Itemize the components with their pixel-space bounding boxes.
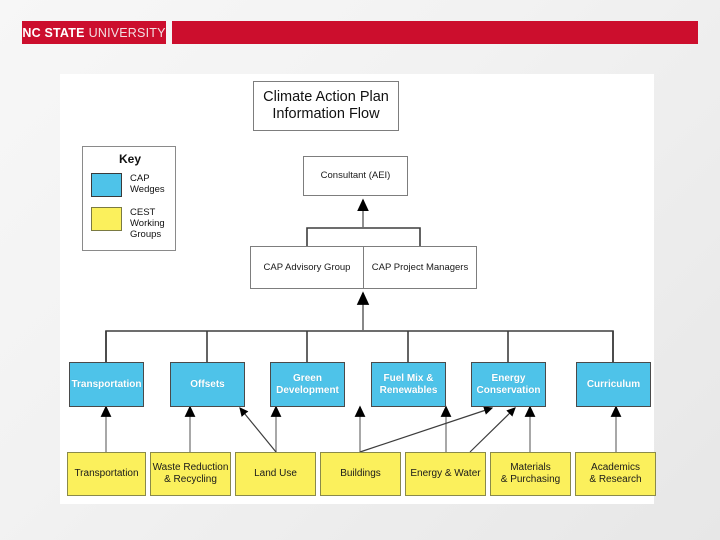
key-item-cest-working-groups: CEST Working Groups [91, 207, 171, 241]
wedge-green-development-line2: Development [276, 384, 339, 396]
wg-materials-line2: & Purchasing [500, 474, 561, 485]
node-cap-advisory-group: CAP Advisory Group [250, 246, 364, 289]
working-group-buildings: Buildings [320, 452, 401, 496]
diagram-title-line2: Information Flow [272, 106, 380, 122]
node-cap-project-managers: CAP Project Managers [363, 246, 477, 289]
wg-buildings-line1: Buildings [340, 468, 381, 480]
wedge-fuel-mix-line2: Renewables [379, 384, 438, 396]
logo-bold-text: NC STATE [22, 25, 85, 40]
node-consultant: Consultant (AEI) [303, 156, 408, 196]
working-group-waste-reduction-recycling: Waste Reduction & Recycling [150, 452, 231, 496]
cap-wedges-label-line2: Wedges [130, 184, 165, 196]
wg-waste-line1: Waste Reduction [152, 462, 229, 474]
cap-project-managers-label: CAP Project Managers [371, 261, 469, 273]
wedge-energy-conservation-line1: Energy [491, 372, 526, 384]
wg-academics-line1: Academics [591, 462, 640, 474]
wedge-energy-conservation: Energy Conservation [471, 362, 546, 407]
wedge-offsets-line1: Offsets [190, 378, 225, 390]
cap-advisory-group-label: CAP Advisory Group [263, 261, 351, 273]
working-group-land-use: Land Use [235, 452, 316, 496]
wedge-curriculum: Curriculum [576, 362, 651, 407]
wedge-curriculum-line1: Curriculum [586, 378, 641, 390]
wedge-energy-conservation-line2: Conservation [476, 384, 541, 396]
wg-transportation-line1: Transportation [74, 468, 139, 480]
cest-label: CEST Working Groups [130, 207, 165, 241]
cest-label-line3: Groups [130, 229, 162, 241]
logo-light-text: UNIVERSITY [88, 25, 166, 40]
key-legend: Key CAP Wedges CEST Working Groups [82, 146, 176, 251]
cest-label-line2: Working [130, 218, 165, 230]
key-heading: Key [118, 152, 141, 166]
working-group-materials-purchasing: Materials & Purchasing [490, 452, 571, 496]
working-group-energy-water: Energy & Water [405, 452, 486, 496]
cap-wedges-label-line1: CAP [130, 173, 150, 184]
working-group-academics-research: Academics & Research [575, 452, 656, 496]
wedge-fuel-mix-line1: Fuel Mix & [383, 372, 434, 384]
wg-land-use-line1: Land Use [254, 468, 297, 480]
wedge-green-development-line1: Green [293, 372, 322, 384]
diagram-title-box: Climate Action Plan Information Flow [253, 81, 399, 131]
wedge-offsets: Offsets [170, 362, 245, 407]
wg-materials-line1: Materials [510, 462, 551, 474]
wedge-transportation: Transportation [69, 362, 144, 407]
cest-swatch-icon [91, 207, 122, 231]
wg-waste-line2: & Recycling [164, 474, 217, 485]
diagram-canvas: Climate Action Plan Information Flow Key… [60, 74, 656, 504]
wedge-transportation-line1: Transportation [71, 378, 142, 390]
key-item-cap-wedges: CAP Wedges [91, 173, 171, 197]
wedge-fuel-mix-renewables: Fuel Mix & Renewables [371, 362, 446, 407]
connector-layer [100, 198, 622, 453]
wg-academics-line2: & Research [589, 474, 642, 485]
diagram-title-line1: Climate Action Plan [263, 89, 389, 106]
wedge-green-development: Green Development [270, 362, 345, 407]
working-group-transportation: Transportation [67, 452, 146, 496]
cest-label-line1: CEST [130, 207, 156, 218]
wg-energy-water-line1: Energy & Water [410, 468, 481, 480]
header-red-bar [172, 21, 698, 44]
consultant-label: Consultant (AEI) [320, 170, 391, 182]
cap-wedges-swatch-icon [91, 173, 122, 197]
cap-wedges-label: CAP Wedges [130, 173, 165, 195]
